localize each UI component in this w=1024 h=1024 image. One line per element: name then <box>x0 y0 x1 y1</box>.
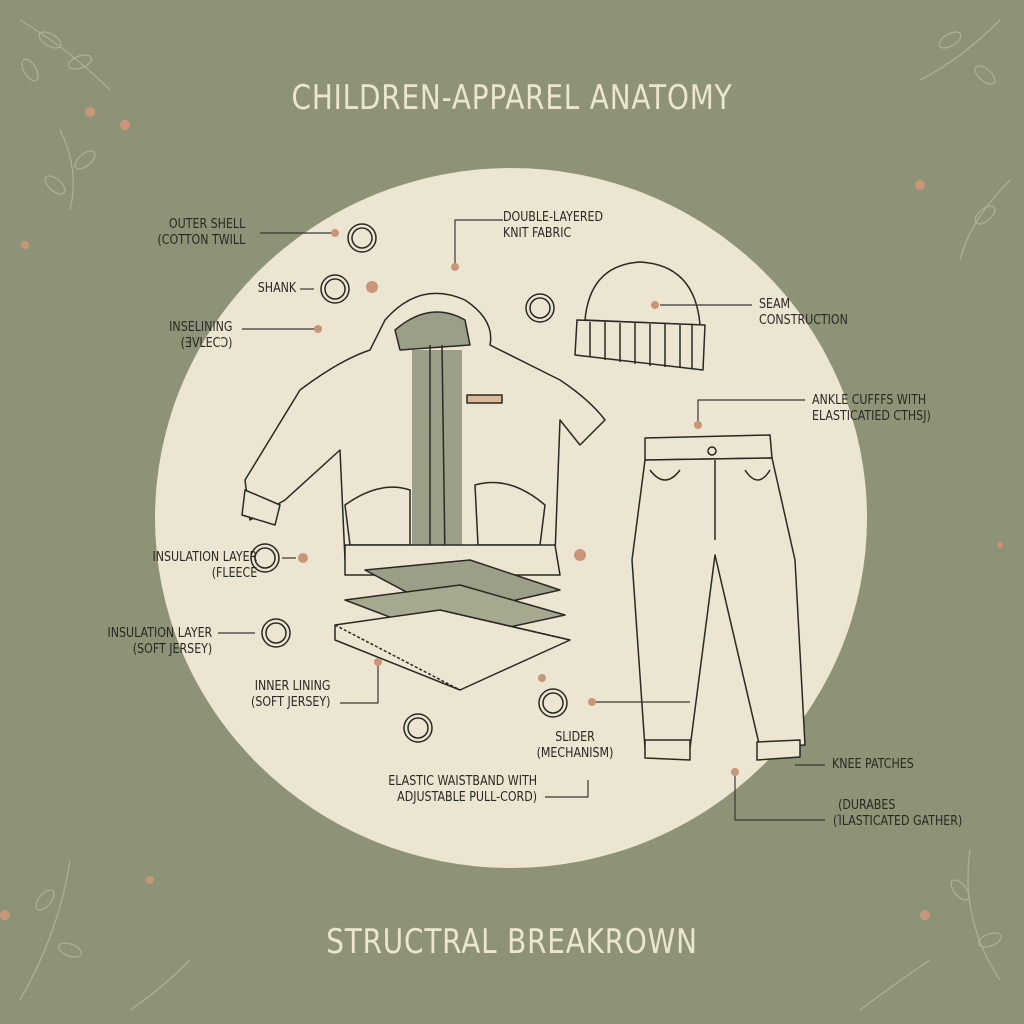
leader-lines <box>218 219 825 821</box>
label-line: ADJUSTABLE PULL-CORD) <box>397 790 537 805</box>
label-line: SEAM <box>759 297 791 312</box>
label-inselining: INSELINING(ƎVLECↃ) <box>169 320 232 352</box>
label-line: DOUBLE-LAYERED <box>503 210 604 225</box>
label-line: INSULATION LAYER <box>107 626 212 641</box>
label-line: (DURABES <box>838 798 896 813</box>
label-line: ELASTIC WAISTBAND WITH <box>388 774 537 789</box>
label-line: OUTER SHELL <box>168 217 245 232</box>
page-title: CHILDREN-APPAREL ANATOMY <box>291 78 733 118</box>
jacket-illustration <box>241 292 606 576</box>
label-line: SLIDER <box>555 730 595 745</box>
label-line: CONSTRUCTION <box>759 313 848 328</box>
label-line: KNIT FABRIC <box>503 226 572 241</box>
beanie-illustration <box>574 261 706 371</box>
label-durabes: (DURABES(ΊLASTICATED GATHER) <box>833 798 962 830</box>
pants-illustration <box>631 434 806 761</box>
label-line: (SOFT JERSEY) <box>250 695 330 710</box>
label-line: (FLEECE <box>211 566 257 581</box>
label-line: (MECHANISM) <box>536 746 614 761</box>
label-knee-patches: KNEE PATCHES <box>832 757 914 772</box>
label-insulation-fleece: INSULATION LAYER(FLEECE <box>152 550 257 582</box>
label-line: (ƎVLECↃ) <box>180 336 232 351</box>
label-shank: SHANK <box>257 281 296 296</box>
label-line: ANKLE CUFFFS WITH <box>812 393 927 408</box>
label-line: INSELINING <box>168 320 232 335</box>
accent-dots <box>0 107 1003 920</box>
label-outer-shell: OUTER SHELL(COTTON TWILL <box>157 217 245 249</box>
label-insulation-jersey: INSULATION LAYER(SOFT JERSEY) <box>107 626 212 658</box>
button-icon <box>250 223 568 743</box>
label-slider: SLIDER(MECHANISM) <box>528 730 622 762</box>
label-line: ELASTICATIED CTHSJ) <box>812 409 931 424</box>
label-line: (SOFT JERSEY) <box>132 642 212 657</box>
label-line: (COTTON TWILL <box>157 233 245 248</box>
leaf-branch-icon <box>19 19 1011 1011</box>
page-subtitle: STRUCTRAL BREAKROWN <box>326 922 698 962</box>
label-line: (ΊLASTICATED GATHER) <box>833 814 963 829</box>
fabric-layers-illustration <box>334 559 571 691</box>
label-inner-lining: INNER LINING(SOFT JERSEY) <box>251 679 330 711</box>
label-line: INSULATION LAYER <box>152 550 257 565</box>
label-line: INNER LINING <box>254 679 330 694</box>
